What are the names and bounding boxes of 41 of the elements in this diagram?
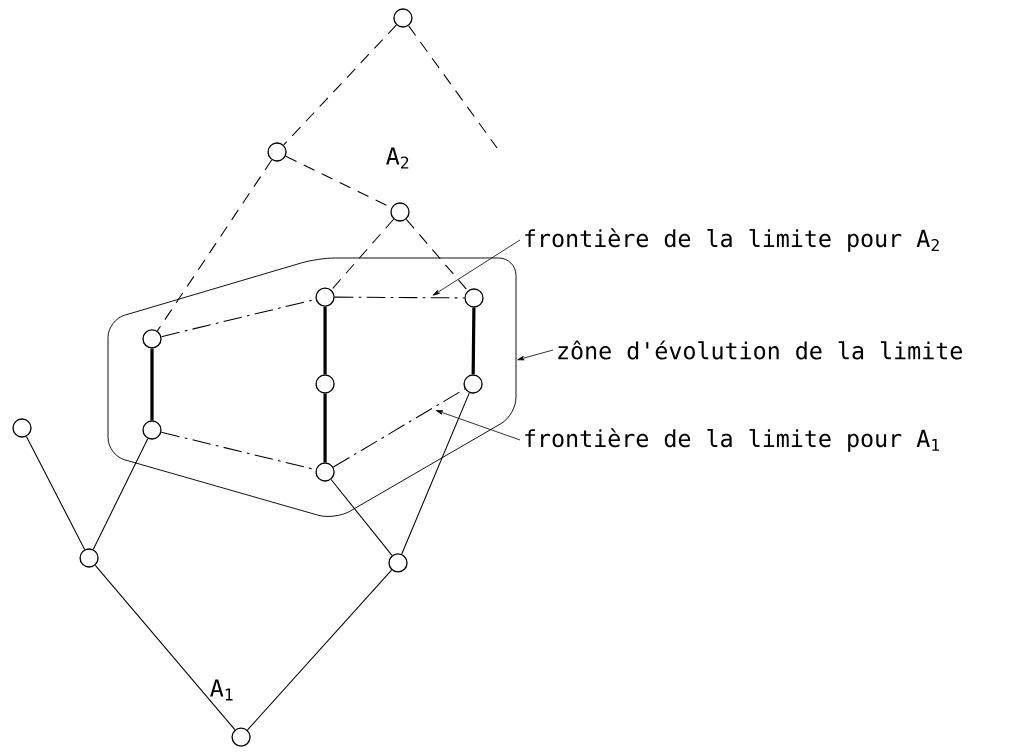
graph-edge xyxy=(323,393,327,463)
leader-line xyxy=(432,239,521,296)
graph-edge xyxy=(92,438,149,550)
region-label: A$_{1}$ xyxy=(210,679,233,701)
vertex-circle xyxy=(231,727,251,747)
vertex-circle xyxy=(12,418,32,438)
graph-edge xyxy=(332,388,466,468)
vertex-circle xyxy=(388,553,408,573)
leader-line xyxy=(517,349,554,361)
graph-edge xyxy=(408,25,498,149)
leader-text: frontière de la limite pour A$_{1}$ xyxy=(525,428,940,452)
vertex-circle xyxy=(267,142,287,162)
graph-edge xyxy=(150,348,154,421)
leader-line xyxy=(435,410,521,441)
vertex-circle xyxy=(464,288,484,308)
graph-edge xyxy=(401,392,470,555)
graph-edge xyxy=(94,564,236,731)
leader-text: zône d'évolution de la limite xyxy=(558,340,962,360)
graph-edge xyxy=(247,569,393,731)
zone-outline xyxy=(107,257,517,517)
vertex-circle xyxy=(142,329,162,349)
leader-text: frontière de la limite pour A$_{2}$ xyxy=(525,228,939,252)
vertex-circle xyxy=(463,374,483,394)
graph-edge xyxy=(160,298,317,338)
graph-edge xyxy=(330,479,393,556)
vertex-circle xyxy=(79,548,99,568)
graph-edge xyxy=(330,218,395,291)
vertex-circle xyxy=(142,420,162,440)
vertex-circle xyxy=(390,202,410,222)
region-label: A$_{2}$ xyxy=(386,147,409,169)
vertex-circle xyxy=(315,287,335,307)
vertex-circle xyxy=(393,8,413,28)
vertex-circle xyxy=(315,374,335,394)
graph-edge xyxy=(334,296,465,299)
graph-edge xyxy=(156,159,273,332)
graph-edge xyxy=(323,306,327,375)
graph-edge xyxy=(405,218,469,292)
graph-edge xyxy=(471,307,476,375)
vertex-circle xyxy=(315,462,335,482)
graph-edge xyxy=(160,431,317,471)
graph-edge xyxy=(25,436,86,550)
